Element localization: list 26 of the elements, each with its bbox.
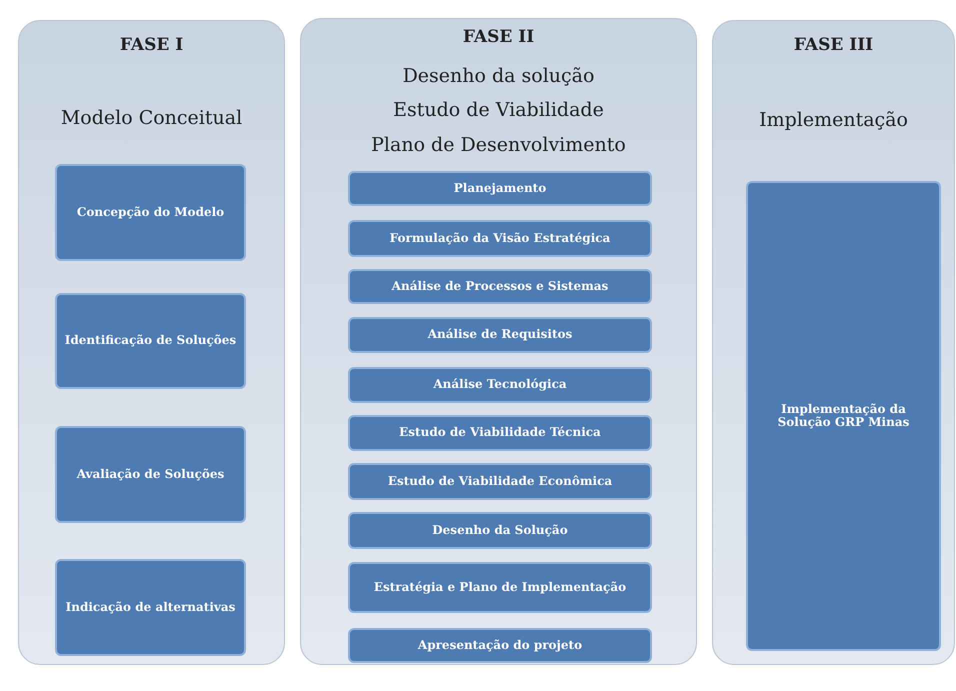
phase-subtitle: Desenho da solução [402,65,596,87]
process-box: Análise de Processos e Sistemas [348,269,652,304]
process-box: Análise de Requisitos [348,317,652,353]
process-box: Planejamento [348,171,652,206]
process-box: Implementação da Solução GRP Minas [746,181,941,651]
phase-subtitle: Implementação [758,109,909,131]
process-box: Formulação da Visão Estratégica [348,220,652,257]
phase-panel [18,20,285,665]
process-box: Indicação de alternativas [55,559,246,656]
process-box: Estudo de Viabilidade Econômica [348,463,652,500]
phase-title: FASE I [118,35,184,55]
phase-panel [712,20,955,665]
process-box: Avaliação de Soluções [55,426,246,523]
phase-title: FASE III [792,35,874,55]
phase-subtitle: Modelo Conceitual [60,107,244,129]
process-box: Análise Tecnológica [348,367,652,403]
process-box: Estratégia e Plano de Implementação [348,562,652,613]
phase-subtitle: Estudo de Viabilidade [392,99,605,121]
process-box: Concepção do Modelo [55,164,246,261]
phase-title: FASE II [462,27,536,47]
phase-panel [300,18,697,665]
process-box: Apresentação do projeto [348,628,652,663]
process-box: Estudo de Viabilidade Técnica [348,415,652,451]
process-box: Desenho da Solução [348,512,652,549]
phase-subtitle: Plano de Desenvolvimento [370,134,627,156]
process-box: Identificação de Soluções [55,293,246,389]
